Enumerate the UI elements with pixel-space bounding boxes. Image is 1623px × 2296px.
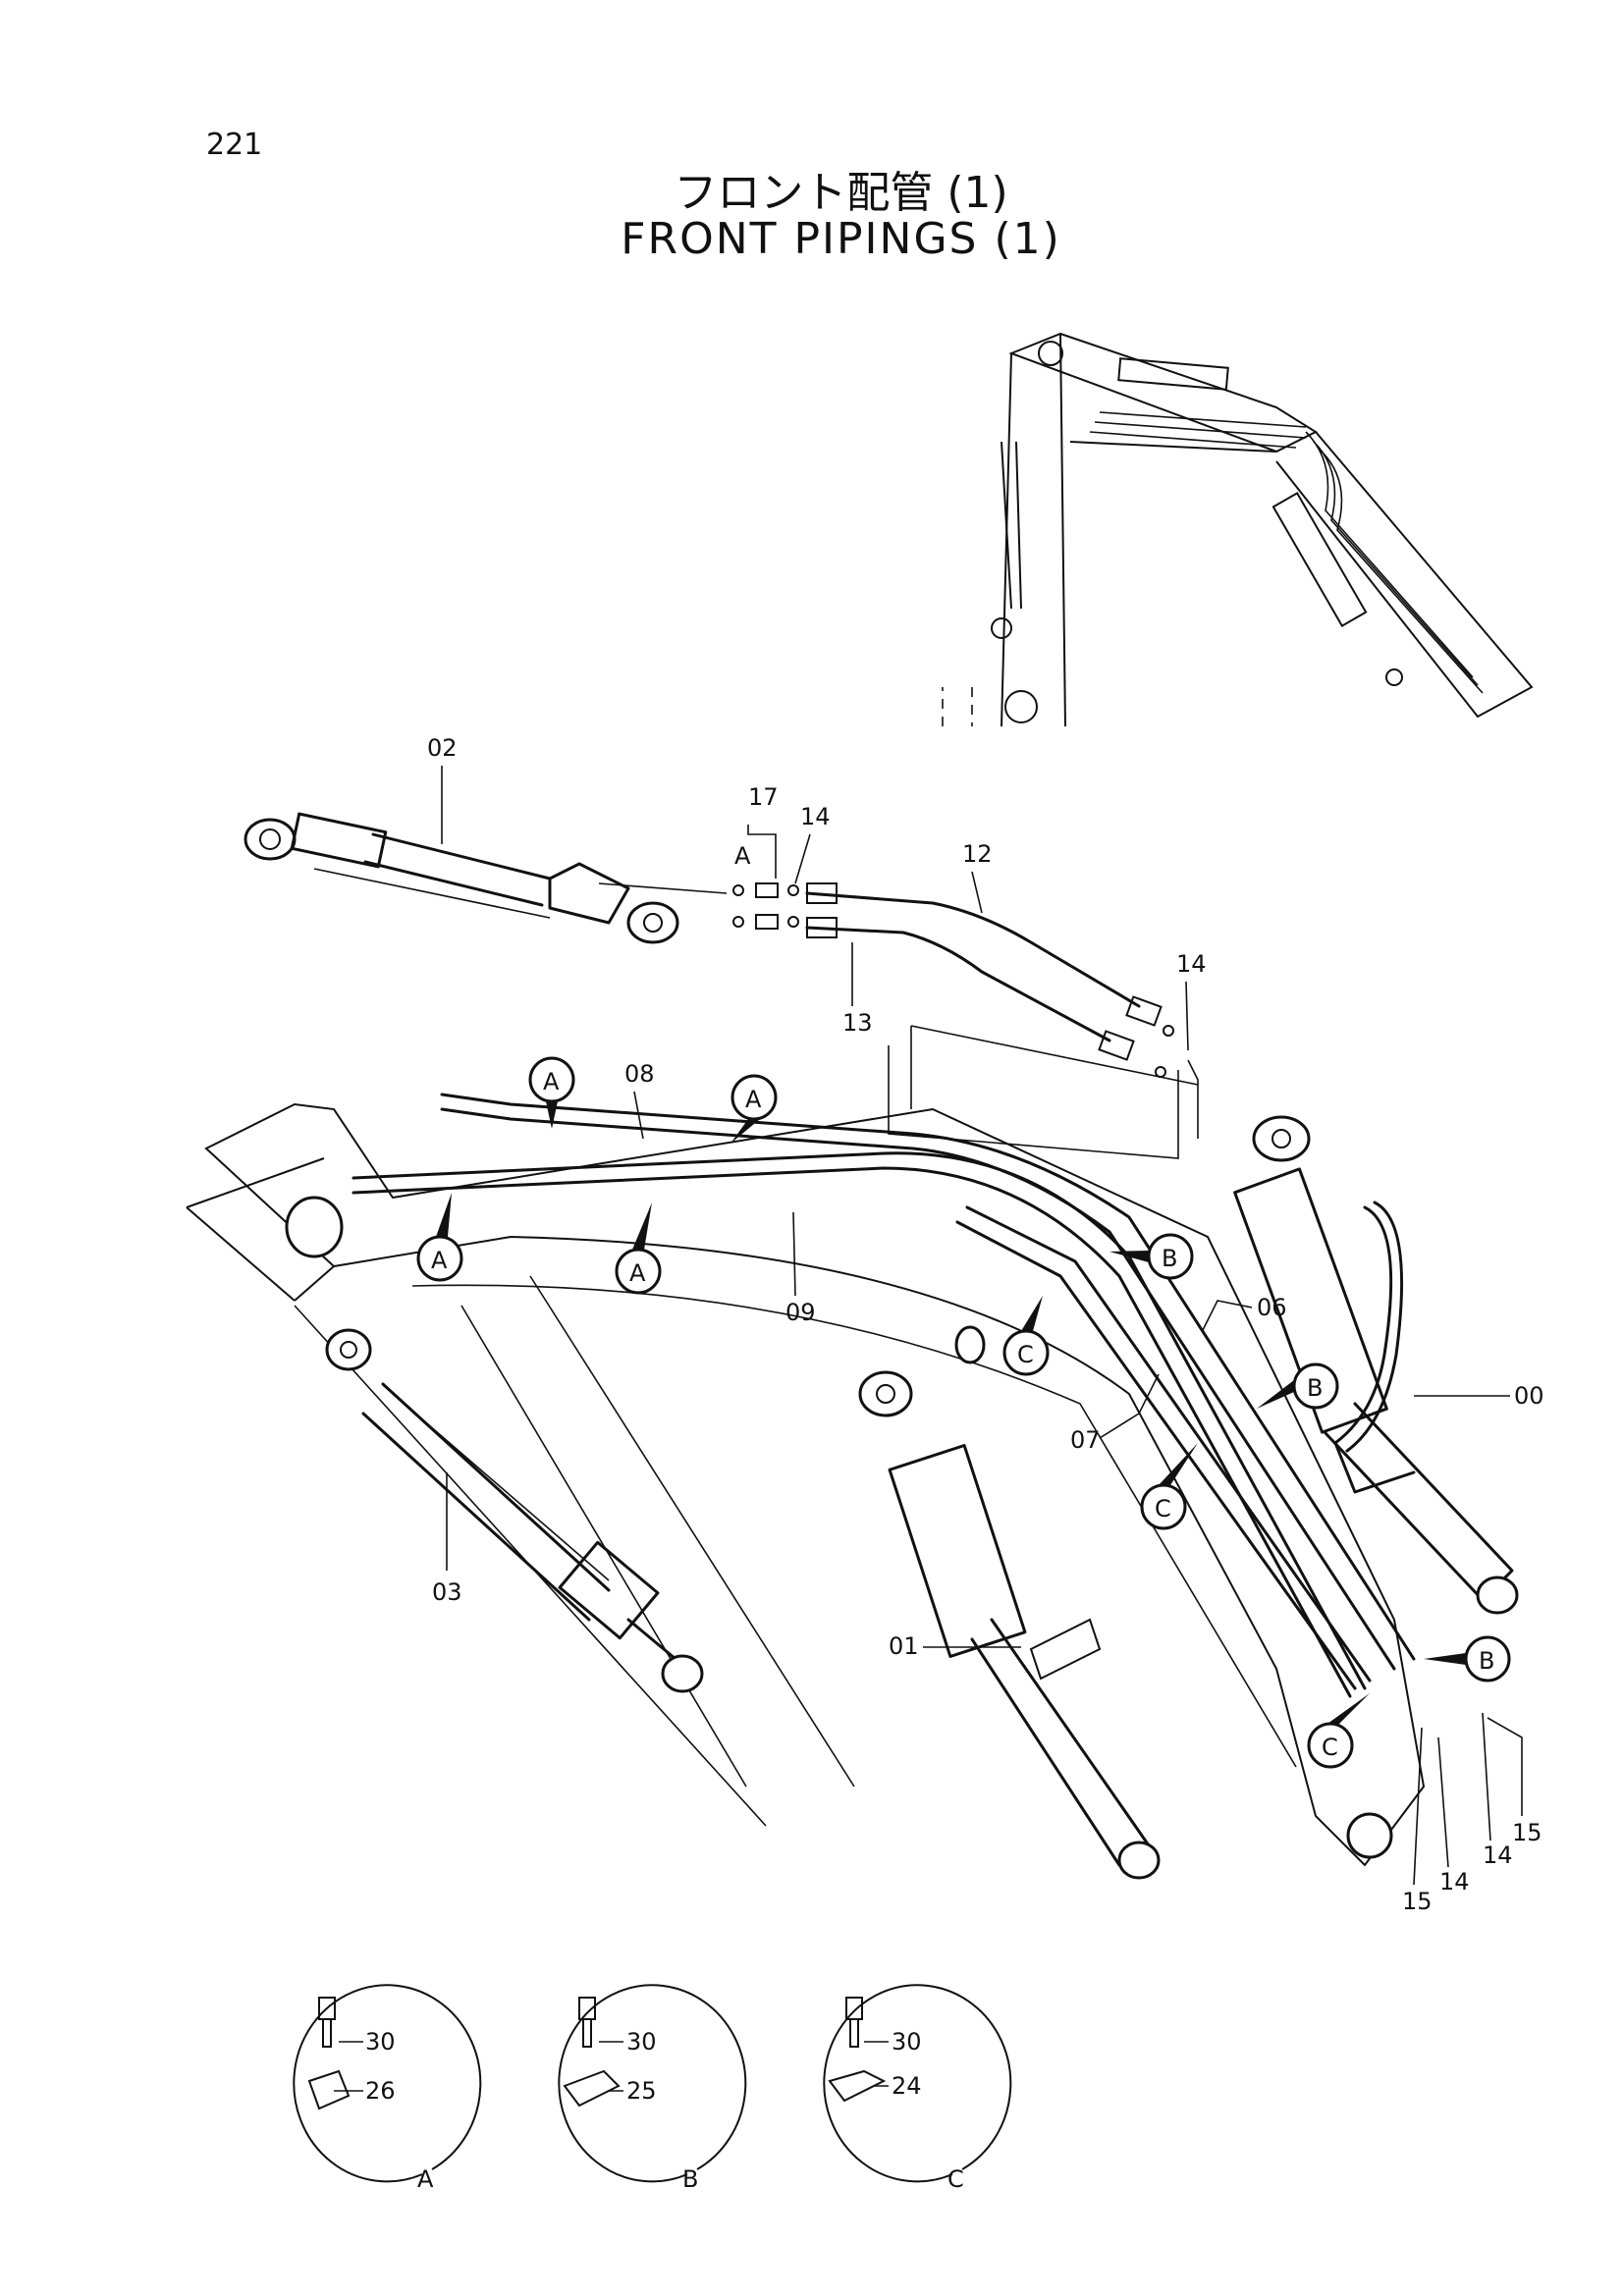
clamp-reference-balloons: A A A A B B B C C C: [416, 1056, 1511, 1769]
callout-02: 02: [427, 734, 458, 762]
callout-15-left: 15: [1402, 1888, 1433, 1915]
boom-cylinder: [858, 1325, 1161, 1880]
callout-14-right: 14: [1176, 950, 1207, 978]
bucket-cylinder: [1233, 1115, 1519, 1615]
callout-labels: 02 17 A 14 12 13 14 08 09 06 07 00 01 03…: [427, 734, 1544, 1915]
callout-13: 13: [842, 1009, 873, 1037]
callout-17: 17: [748, 783, 779, 811]
clamp-ref-b-3: B: [1479, 1647, 1494, 1675]
clamp-ref-c-2: C: [1155, 1495, 1171, 1522]
page-title-english: FRONT PIPINGS (1): [621, 214, 1061, 264]
callout-03: 03: [432, 1578, 462, 1606]
clamp-ref-b-1: B: [1162, 1245, 1177, 1272]
detail-view-c: 30 24 C: [823, 1984, 1012, 2193]
detail-c-bolt-callout: 30: [892, 2028, 922, 2056]
detail-b-label: B: [682, 2165, 698, 2193]
detail-a-bolt-callout: 30: [365, 2028, 396, 2056]
clamp-ref-a-3: A: [431, 1247, 448, 1274]
clamp-ref-a-4: A: [629, 1259, 646, 1287]
arm-cylinder-assembly: [243, 812, 1174, 1078]
detail-a-label: A: [417, 2165, 434, 2193]
callout-12: 12: [962, 840, 993, 868]
callout-14-top: 14: [800, 803, 831, 830]
clamp-ref-a-1: A: [543, 1068, 560, 1095]
callout-14-bottom-b: 14: [1483, 1842, 1513, 1869]
clamp-ref-c-1: C: [1017, 1341, 1034, 1368]
clamp-ref-b-2: B: [1307, 1374, 1323, 1402]
callout-14-bottom-a: 14: [1439, 1868, 1470, 1896]
lower-left-cylinder: [325, 1328, 704, 1693]
clamp-ref-c-3: C: [1322, 1734, 1338, 1761]
callout-15-right: 15: [1512, 1819, 1542, 1846]
page-title-japanese: フロント配管 (1): [674, 168, 1008, 218]
detail-c-label: C: [947, 2165, 964, 2193]
detail-b-bolt-callout: 30: [626, 2028, 657, 2056]
excavator-overview-inset: [942, 332, 1534, 727]
page-number: 221: [206, 128, 263, 162]
callout-06: 06: [1257, 1294, 1287, 1321]
clamp-ref-a-2: A: [745, 1086, 762, 1113]
callout-08: 08: [624, 1060, 655, 1088]
boom-structure: [186, 1093, 1426, 1867]
exploded-leader-lines: [888, 1025, 1199, 1159]
detail-view-b: 30 25 B: [558, 1984, 747, 2193]
callout-00: 00: [1514, 1382, 1544, 1410]
detail-b-clamp-callout: 25: [626, 2077, 657, 2105]
detail-c-clamp-callout: 24: [892, 2072, 922, 2100]
clamp-ref-a-17: A: [734, 842, 751, 870]
callout-07: 07: [1070, 1426, 1101, 1454]
callout-09: 09: [785, 1299, 816, 1326]
callout-01: 01: [889, 1632, 919, 1660]
detail-view-a: 30 26 A: [293, 1984, 482, 2193]
detail-a-clamp-callout: 26: [365, 2077, 396, 2105]
